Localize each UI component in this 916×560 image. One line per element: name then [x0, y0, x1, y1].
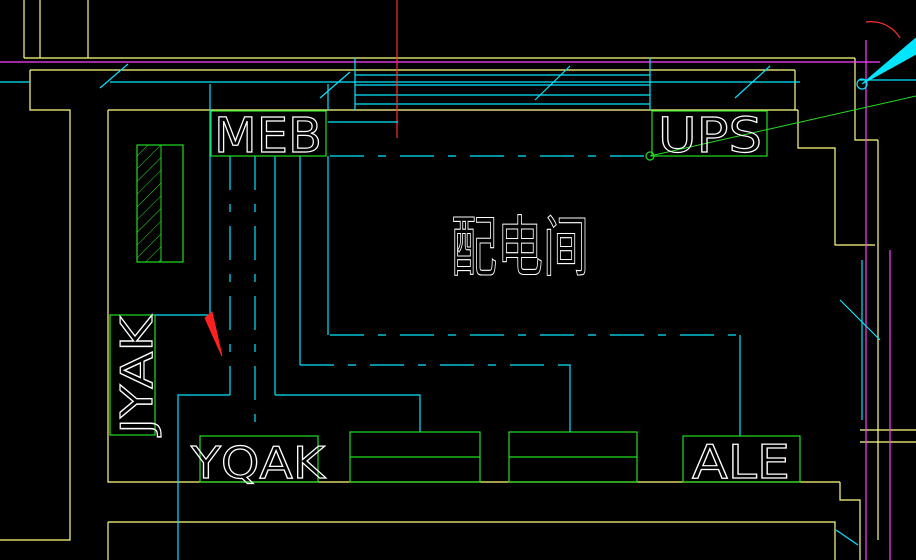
hatched-cabinet-1	[349, 431, 481, 483]
top-wall-detail	[0, 58, 916, 546]
equipment-ups[interactable]: UPS	[651, 107, 768, 165]
door-swing-icon	[856, 37, 916, 90]
hatched-panel-left	[136, 144, 184, 263]
jyak-label: JYAK	[112, 315, 163, 438]
meb-label: MEB	[214, 108, 322, 164]
equipment-jyak[interactable]: JYAK	[109, 314, 164, 438]
yqak-label: YQAK	[190, 438, 326, 489]
cable-trays	[155, 84, 741, 560]
axis-lines	[0, 21, 901, 560]
equipment-ale[interactable]: ALE	[682, 434, 801, 490]
room-label: 配电间	[451, 209, 589, 286]
equipment-yqak[interactable]: YQAK	[189, 435, 327, 490]
hatched-cabinet-2	[508, 431, 638, 483]
ups-label: UPS	[658, 108, 762, 164]
red-arrow-cursor-icon	[204, 311, 223, 357]
ale-label: ALE	[692, 435, 790, 489]
equipment-meb[interactable]: MEB	[210, 107, 327, 165]
